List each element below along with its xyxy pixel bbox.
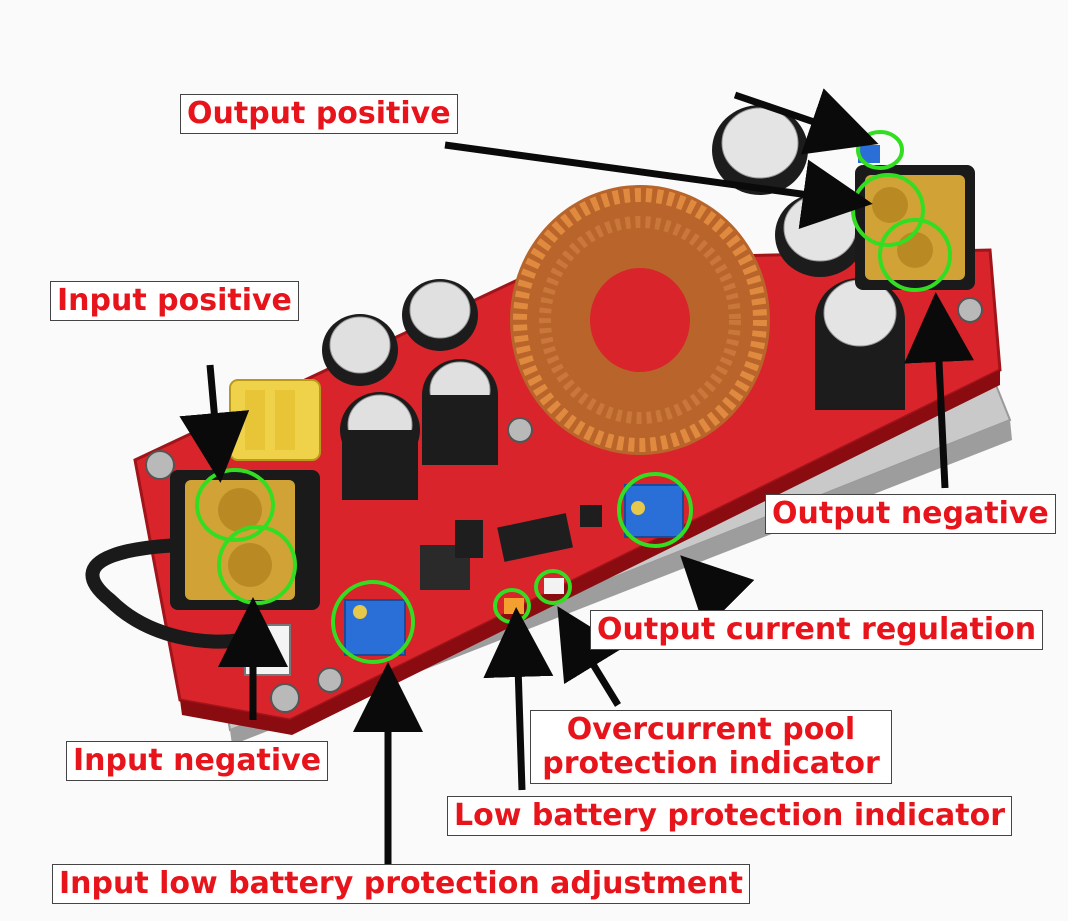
arrow-input-positive (179, 364, 250, 483)
label-low-battery-indicator: Low battery protection indicator (447, 796, 1012, 836)
fuse-block (229, 379, 321, 461)
label-input-positive: Input positive (50, 281, 299, 321)
black-wire (85, 537, 251, 649)
label-output-positive: Output positive (180, 94, 458, 134)
led-low-battery (504, 598, 524, 614)
arrow-low-battery (483, 607, 554, 791)
circle-current-pot (617, 472, 693, 548)
arrow-output-positive (444, 141, 873, 229)
arrow-output-negative (904, 292, 974, 489)
label-overcurrent-line2: protection indicator (542, 746, 880, 781)
pointer-arrows (179, 88, 974, 868)
circle-output-neg (878, 218, 952, 292)
arrow-output-top (733, 88, 879, 155)
toroid-inductor (510, 185, 770, 455)
label-input-negative: Input negative (66, 741, 329, 781)
input-capacitors (322, 279, 498, 500)
label-overcurrent-indicator: Overcurrent pool protection indicator (530, 710, 892, 784)
led-overcurrent (544, 578, 564, 594)
trimmer-pot-right (624, 484, 684, 538)
trimmer-pot-left (344, 599, 406, 656)
output-capacitors (712, 105, 905, 410)
output-terminal-block (855, 165, 975, 290)
ic-chip (497, 513, 573, 562)
circle-led-over (534, 569, 572, 605)
arrow-overcurrent (557, 606, 624, 707)
label-overcurrent-line1: Overcurrent pool (566, 712, 856, 747)
label-output-current-regulation: Output current regulation (590, 610, 1044, 650)
label-input-low-battery-adjustment: Input low battery protection adjustment (52, 864, 750, 904)
arrow-current-regulation (680, 555, 755, 630)
label-output-negative: Output negative (765, 494, 1056, 534)
